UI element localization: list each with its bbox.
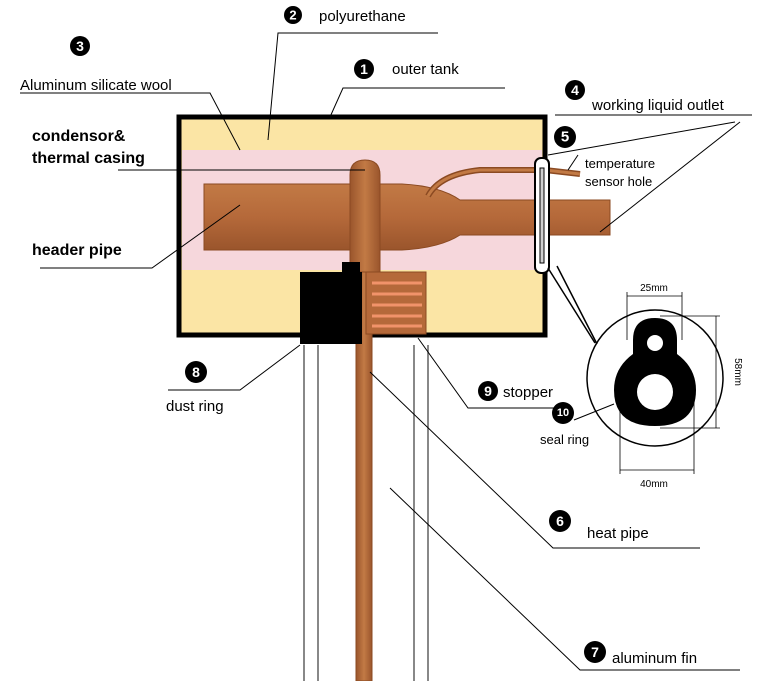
- badge-7: 7: [584, 641, 606, 663]
- badge-8: 8: [185, 361, 207, 383]
- svg-text:9: 9: [484, 383, 492, 399]
- badge-10: 10: [552, 402, 574, 424]
- seal-ring-large-hole: [637, 374, 673, 410]
- label-dust-ring: dust ring: [166, 398, 224, 415]
- svg-text:1: 1: [360, 61, 368, 77]
- stopper: [365, 271, 427, 335]
- dim-bottom: 40mm: [640, 479, 668, 490]
- label-header-pipe: header pipe: [32, 242, 122, 259]
- label-polyurethane: polyurethane: [319, 8, 406, 25]
- glass-tube: [303, 345, 429, 681]
- label-condensor: condensor&: [32, 128, 126, 145]
- label-outer-tank: outer tank: [392, 61, 459, 78]
- label-stopper: stopper: [503, 384, 553, 401]
- svg-text:5: 5: [561, 129, 569, 146]
- label-thermal-casing: thermal casing: [32, 150, 145, 167]
- header-pipe: [203, 183, 611, 251]
- svg-text:3: 3: [76, 38, 84, 54]
- svg-text:10: 10: [557, 407, 569, 419]
- svg-text:6: 6: [556, 513, 564, 529]
- badge-1: 1: [354, 59, 374, 79]
- leader-lines: [20, 32, 752, 671]
- svg-text:7: 7: [591, 644, 599, 660]
- label-heat-pipe: heat pipe: [587, 525, 649, 542]
- label-seal-ring: seal ring: [540, 432, 589, 447]
- svg-text:8: 8: [192, 364, 200, 380]
- badge-5: 5: [554, 126, 576, 148]
- badge-6: 6: [549, 510, 571, 532]
- seal-ring-small-hole: [647, 335, 663, 351]
- badge-3: 3: [70, 36, 90, 56]
- svg-text:4: 4: [571, 82, 579, 98]
- svg-text:2: 2: [289, 8, 296, 23]
- seal-ring-detail: [547, 265, 724, 474]
- seal-ring: [614, 318, 696, 426]
- badge-4: 4: [565, 80, 585, 100]
- badge-9: 9: [478, 381, 498, 401]
- label-aluminum-silicate-wool: Aluminum silicate wool: [20, 77, 172, 94]
- label-working-liquid-outlet: working liquid outlet: [591, 97, 725, 114]
- dust-ring: [300, 262, 362, 344]
- dim-top: 25mm: [640, 283, 668, 294]
- label-aluminum-fin: aluminum fin: [612, 650, 697, 667]
- label-sensor-hole: sensor hole: [585, 174, 652, 189]
- heat-pipe: [355, 271, 373, 681]
- label-temperature: temperature: [585, 156, 655, 171]
- dim-right: 58mm: [732, 358, 743, 386]
- condenser: [349, 159, 381, 273]
- badge-2: 2: [284, 6, 302, 24]
